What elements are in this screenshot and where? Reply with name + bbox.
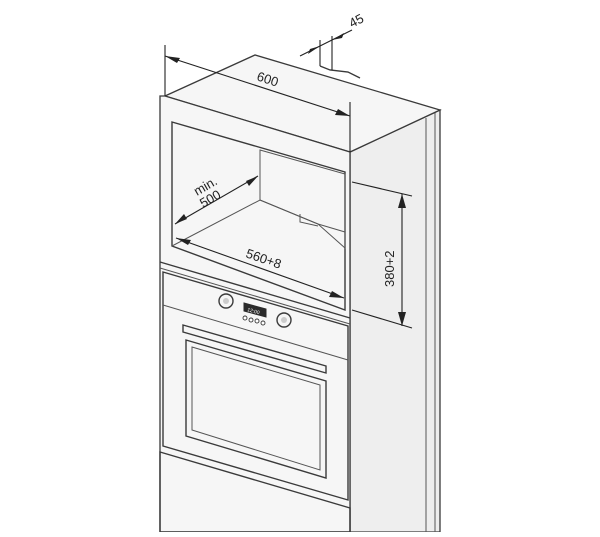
dim-560-arrow-left — [176, 238, 191, 245]
dim-500-line — [174, 175, 259, 225]
niche-back-wall — [259, 149, 346, 250]
divider-shelf-lower — [159, 267, 351, 325]
right-knob-center — [281, 317, 287, 323]
dim-380-ext-top — [351, 181, 413, 197]
oven-button-icon — [242, 315, 248, 321]
dim-380-arrow-bottom — [398, 312, 406, 326]
dim-45-arrow-right — [332, 33, 344, 40]
dim-500-arrow-front — [175, 214, 187, 224]
right-knob-icon — [276, 312, 292, 328]
dim-45-label: 45 — [346, 11, 366, 31]
dim-560-line — [175, 237, 345, 299]
oven-display-time: 12:00 — [246, 307, 260, 316]
dim-600-arrow-right — [335, 109, 350, 116]
dim-600-line — [164, 55, 351, 117]
dim-560-arrow-right — [329, 291, 344, 298]
oven-buttons-row — [242, 315, 266, 326]
left-knob-center — [223, 298, 229, 304]
oven-display — [243, 302, 267, 318]
dim-600-arrow-left — [165, 56, 180, 63]
oven-button-icon — [260, 320, 266, 326]
dim-500-arrow-back — [246, 176, 258, 186]
dim-380-label: 380+2 — [382, 250, 397, 287]
oven-door-window-inner — [191, 346, 321, 471]
niche-floor-line — [171, 199, 346, 247]
oven-button-icon — [248, 317, 254, 323]
oven-door-handle — [182, 324, 327, 374]
niche-floor-step — [299, 214, 319, 227]
niche-opening — [171, 121, 346, 312]
dim-45-arrow-left — [308, 46, 320, 54]
divider-shelf — [159, 261, 351, 319]
oven-door-window-outer — [185, 339, 327, 479]
dim-45-line — [299, 29, 353, 57]
oven-button-icon — [254, 318, 260, 324]
oven-body — [162, 271, 349, 501]
top-rear-notch — [319, 65, 361, 79]
left-knob-icon — [218, 293, 234, 309]
oven-control-panel-edge — [162, 304, 349, 361]
dim-600-label: 600 — [255, 69, 280, 90]
dim-380-arrow-top — [398, 194, 406, 208]
